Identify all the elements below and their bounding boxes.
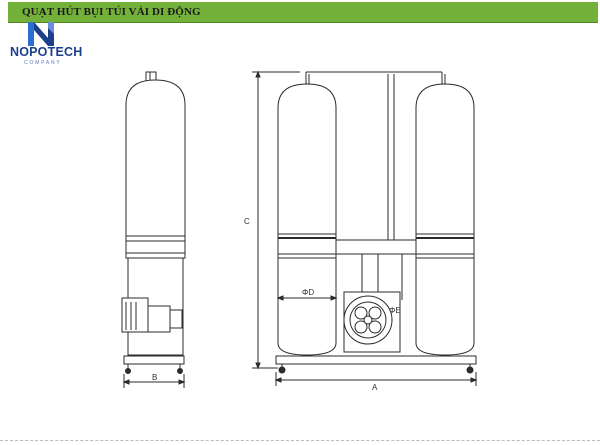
dimension-d-label: ΦD	[302, 288, 314, 297]
logo-n-icon	[28, 22, 54, 46]
page-title: QUẠT HÚT BỤI TÚI VẢI DI ĐỘNG	[22, 6, 201, 18]
company-logo: NOPOTECH COMPANY	[8, 20, 88, 68]
logo-name: NOPOTECH	[10, 45, 83, 59]
front-view	[252, 70, 478, 386]
side-view	[121, 71, 186, 388]
logo-tagline: COMPANY	[24, 60, 62, 66]
dimension-e-label: ΦE	[389, 306, 401, 315]
header-bar: QUẠT HÚT BỤI TÚI VẢI DI ĐỘNG	[8, 2, 598, 23]
dimension-c-label: C	[244, 217, 250, 226]
dimension-a-label: A	[372, 383, 378, 392]
footer-divider	[0, 440, 600, 441]
dimension-b-label: B	[152, 373, 157, 382]
